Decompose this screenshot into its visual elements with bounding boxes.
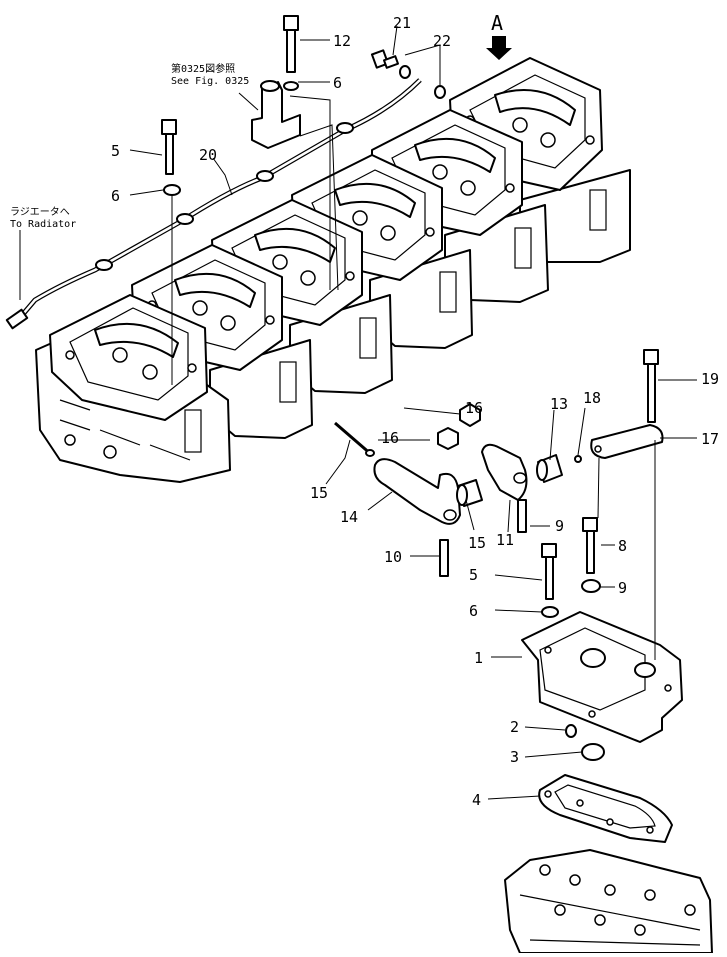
radiator-note-jp: ラジエータへ bbox=[10, 206, 70, 218]
callout-numbers: 12 6 21 22 5 6 20 16 16 13 18 19 17 15 1… bbox=[111, 14, 719, 809]
callout-17: 17 bbox=[701, 430, 719, 448]
callout-1: 1 bbox=[474, 649, 483, 667]
callout-8: 8 bbox=[618, 537, 627, 555]
washer-6-lower bbox=[541, 606, 559, 618]
callout-14: 15 bbox=[468, 534, 486, 552]
cylinder-head-row bbox=[35, 57, 631, 483]
shaft-17 bbox=[590, 424, 664, 459]
ball-18 bbox=[574, 455, 582, 463]
bolt-7 bbox=[283, 15, 299, 73]
callout-5-lower: 5 bbox=[469, 566, 478, 584]
callout-10: 11 bbox=[496, 531, 514, 549]
bracket-part bbox=[251, 80, 301, 149]
callout-21: 21 bbox=[393, 14, 411, 32]
callout-4: 4 bbox=[472, 791, 481, 809]
bolt-19 bbox=[643, 349, 659, 423]
view-marker-label: A bbox=[491, 11, 503, 35]
screw-15-left bbox=[439, 539, 449, 577]
rocker-housing-1 bbox=[521, 611, 683, 743]
callout-16-right: 16 bbox=[465, 399, 483, 417]
washer-6-top bbox=[283, 81, 299, 91]
callout-16-left: 16 bbox=[381, 429, 399, 447]
screw-15-center bbox=[517, 499, 527, 533]
callout-15-left: 10 bbox=[384, 548, 402, 566]
radiator-note-en: To Radiator bbox=[10, 219, 76, 230]
engine-block-fragment bbox=[504, 849, 713, 954]
fig-reference-jp: 第0325図参照 bbox=[171, 62, 235, 75]
bolt-8 bbox=[582, 517, 598, 574]
callout-12: 14 bbox=[340, 508, 358, 526]
callout-6-top: 6 bbox=[333, 74, 342, 92]
cylinder-head-1 bbox=[35, 294, 231, 483]
washer-22b bbox=[434, 85, 446, 99]
callout-3: 3 bbox=[510, 748, 519, 766]
leader-lines bbox=[19, 25, 697, 800]
callout-9: 9 bbox=[618, 579, 627, 597]
washer-9 bbox=[581, 579, 601, 593]
callout-19: 19 bbox=[701, 370, 719, 388]
callout-7: 12 bbox=[333, 32, 351, 50]
washer-6-left bbox=[163, 184, 181, 196]
callout-22: 22 bbox=[433, 32, 451, 50]
callout-20: 20 bbox=[199, 146, 217, 164]
bushing-11 bbox=[536, 454, 563, 483]
rocker-arm-12 bbox=[373, 458, 461, 525]
callout-2: 2 bbox=[510, 718, 519, 736]
callout-13: 15 bbox=[310, 484, 328, 502]
bushing-14 bbox=[456, 479, 483, 507]
bolt-5-top bbox=[161, 119, 177, 175]
plug-2 bbox=[565, 724, 577, 738]
gasket-4 bbox=[538, 774, 673, 843]
callout-11: 13 bbox=[550, 395, 568, 413]
callout-5-top: 5 bbox=[111, 142, 120, 160]
view-marker-a: A bbox=[486, 11, 512, 60]
bolt-21 bbox=[370, 49, 400, 69]
nut-16-left bbox=[437, 427, 459, 450]
bolt-5-lower bbox=[541, 543, 557, 600]
callout-6-lower: 6 bbox=[469, 602, 478, 620]
rocker-arm-10 bbox=[481, 443, 528, 501]
callout-18: 18 bbox=[583, 389, 601, 407]
fig-reference-en: See Fig. 0325 bbox=[171, 76, 249, 87]
nut-16-right bbox=[459, 403, 481, 427]
callout-6-left: 6 bbox=[111, 187, 120, 205]
callout-15-right: 9 bbox=[555, 517, 564, 535]
oil-pipe-20 bbox=[5, 78, 422, 330]
washer-22a bbox=[399, 65, 411, 79]
o-ring-3 bbox=[581, 743, 605, 761]
push-rod-13 bbox=[334, 421, 375, 457]
